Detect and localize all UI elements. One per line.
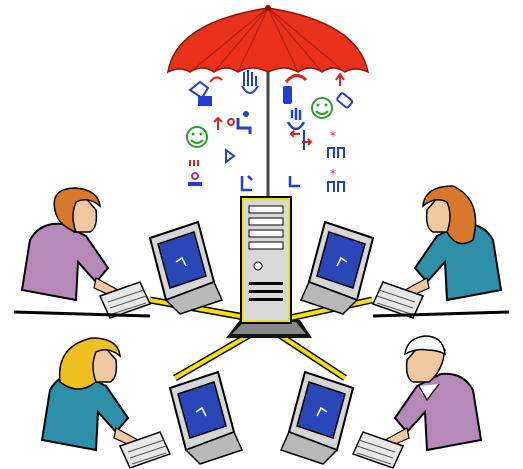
bidirectional-arrows-icon — [289, 130, 313, 150]
keyboard-bottom-right — [351, 431, 405, 469]
monitor-bottom-right — [279, 370, 355, 465]
svg-text:*: * — [330, 129, 336, 143]
umbrella — [167, 5, 370, 200]
person-bottom-right — [384, 335, 483, 452]
tag-icon — [336, 92, 354, 109]
smiley-face-icon-left — [186, 126, 208, 148]
hand-touch-icon — [286, 108, 306, 131]
hand-icon — [241, 70, 259, 94]
hearing-icon — [335, 72, 345, 86]
audio-description-icon — [188, 160, 202, 186]
monitor-top-left — [148, 220, 224, 315]
person-bottom-left — [40, 337, 139, 452]
keyboard-bottom-left — [118, 431, 172, 469]
wheelchair-icon — [236, 111, 252, 134]
keyboard-top-right — [371, 281, 425, 319]
accessible-door-icon — [283, 74, 308, 104]
person-top-left — [20, 187, 119, 302]
umbrella-canopy — [167, 7, 370, 74]
magnifier-icon — [225, 148, 236, 164]
server-tower — [226, 196, 312, 338]
accessibility-icons: * * — [186, 70, 354, 192]
group-icon-top: * — [327, 129, 345, 158]
braille-icon — [288, 176, 300, 188]
workstation-top-left — [13, 187, 224, 319]
workstation-bottom-right — [279, 335, 483, 469]
smiley-face-icon-right — [311, 97, 333, 119]
person-top-right — [404, 185, 503, 302]
person-reading-icon — [240, 175, 253, 192]
workstation-bottom-left — [40, 337, 244, 469]
monitor-bottom-left — [168, 370, 244, 465]
monitor-top-right — [299, 220, 375, 315]
group-icon-bottom: * — [327, 167, 345, 192]
svg-text:*: * — [330, 167, 336, 181]
connection-arrows-icon — [213, 116, 235, 130]
workstation-top-right — [299, 185, 510, 319]
sign-language-icon — [188, 76, 223, 106]
keyboard-top-left — [98, 281, 152, 319]
